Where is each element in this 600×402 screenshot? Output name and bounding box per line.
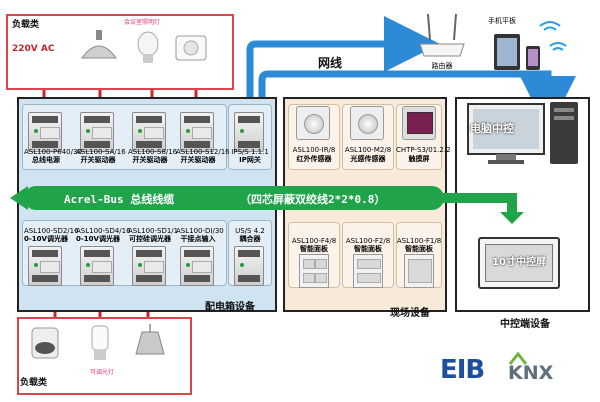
- router-label: 路由器: [431, 62, 453, 70]
- infrared-sensor-icon: [296, 106, 330, 140]
- module-code: US/S 4.2: [235, 227, 265, 235]
- mobile-devices-icon: [494, 21, 567, 70]
- load-top-title: 负载类: [12, 20, 40, 30]
- bus-cable: [24, 186, 444, 210]
- pc-label: 电脑中控: [470, 122, 514, 135]
- central-screen: 10寸中控屏: [478, 237, 560, 289]
- knx-logo-mark: [508, 352, 528, 365]
- load-top-category: 会议室照明灯: [124, 19, 161, 26]
- load-bottom-category: 可调光灯: [90, 369, 115, 376]
- module-code: ASL100-S8/16: [128, 148, 178, 156]
- spot-lamp-icon: [31, 327, 59, 359]
- dry-contact-module: [180, 246, 214, 286]
- field-title: 现场设备: [390, 308, 430, 319]
- screen-label: 10寸中控屏: [492, 257, 546, 268]
- cfl-bulb-icon: [91, 325, 109, 360]
- dimmer-module: [28, 246, 62, 286]
- module-code: ASL100-SD2/16: [24, 227, 79, 235]
- switch-actuator-module: [80, 112, 114, 152]
- touch-screen-icon: [402, 106, 436, 140]
- network-label: 网线: [318, 56, 343, 70]
- bus-arrow: [436, 193, 524, 224]
- pendant-lamp-icon: [135, 324, 165, 355]
- lamp-icons-top: [81, 30, 207, 63]
- switch-actuator-module: [132, 112, 166, 152]
- module-name: IP网关: [239, 156, 261, 164]
- module-code: IPS/S 1.1.1: [231, 148, 269, 156]
- pc-icon: [467, 102, 578, 164]
- device-name: 红外传感器: [296, 155, 332, 163]
- dimmer-module: [80, 246, 114, 286]
- network-line-pc: [258, 70, 576, 132]
- voltage-label: 220V AC: [12, 44, 55, 54]
- bus-spec: （四芯屏蔽双绞线2*2*0.8）: [240, 193, 386, 206]
- device-name: 触摸屏: [408, 155, 430, 163]
- device-code: ASL100-M2/8: [344, 146, 392, 154]
- device-name: 光感传感器: [350, 155, 386, 163]
- device-code: ASL100-F1/8: [396, 237, 442, 245]
- power-supply-module: [28, 112, 62, 152]
- module-name: 总线电源: [32, 156, 60, 164]
- device-code: ASL100-IR/8: [292, 146, 336, 154]
- module-name: 开关驱动器: [132, 156, 168, 164]
- highbay-lamp-icon: [81, 30, 117, 59]
- bulb-icon: [137, 31, 159, 63]
- smart-panel-icon: [404, 254, 434, 288]
- scr-dimmer-module: [132, 246, 166, 286]
- device-code: ASL100-F4/8: [291, 237, 337, 245]
- module-name: 可控硅调光器: [129, 235, 171, 243]
- network-line-router: [246, 16, 440, 100]
- lamp-icons-bottom: [31, 324, 165, 360]
- bus-arrow-left: [10, 186, 28, 210]
- device-code: ASL100-F2/8: [345, 237, 391, 245]
- module-code: ASL100-SA/16: [76, 148, 126, 156]
- downlight-icon: [175, 35, 207, 61]
- module-name: 0-10V调光器: [76, 235, 120, 243]
- module-code: ASL100-DI/30: [176, 227, 224, 235]
- mobile-label: 手机平板: [488, 17, 516, 25]
- module-name: 耦合器: [239, 235, 261, 243]
- load-bottom-title: 负载类: [20, 378, 48, 388]
- smart-panel-icon: [299, 254, 329, 288]
- ip-gateway-module: [234, 112, 264, 152]
- control-title: 中控端设备: [500, 319, 550, 330]
- module-code: ASL100-S12/16: [176, 148, 230, 156]
- cabinet-title: 配电箱设备: [205, 302, 255, 313]
- light-sensor-icon: [350, 106, 384, 140]
- module-name: 开关驱动器: [80, 156, 116, 164]
- module-code: ASL100-SD4/16: [76, 227, 131, 235]
- module-code: ASL100-P640/30: [24, 148, 82, 156]
- module-name: 0-10V调光器: [24, 235, 68, 243]
- knx-logo: KNX: [508, 362, 554, 384]
- router-icon: [419, 13, 465, 57]
- bus-label: Acrel-Bus 总线线缆: [64, 193, 175, 206]
- device-code: CHTP-S3/01.2.2: [396, 146, 451, 154]
- device-name: 智能面板: [405, 245, 433, 253]
- module-code: ASL100-SD1/1: [128, 227, 179, 235]
- coupler-module: [234, 246, 264, 286]
- smart-panel-icon: [353, 254, 383, 288]
- eib-logo: EIB: [440, 355, 485, 385]
- device-name: 智能面板: [354, 245, 382, 253]
- switch-actuator-module: [180, 112, 214, 152]
- module-name: 干接点输入: [180, 235, 216, 243]
- device-name: 智能面板: [300, 245, 328, 253]
- module-name: 开关驱动器: [180, 156, 216, 164]
